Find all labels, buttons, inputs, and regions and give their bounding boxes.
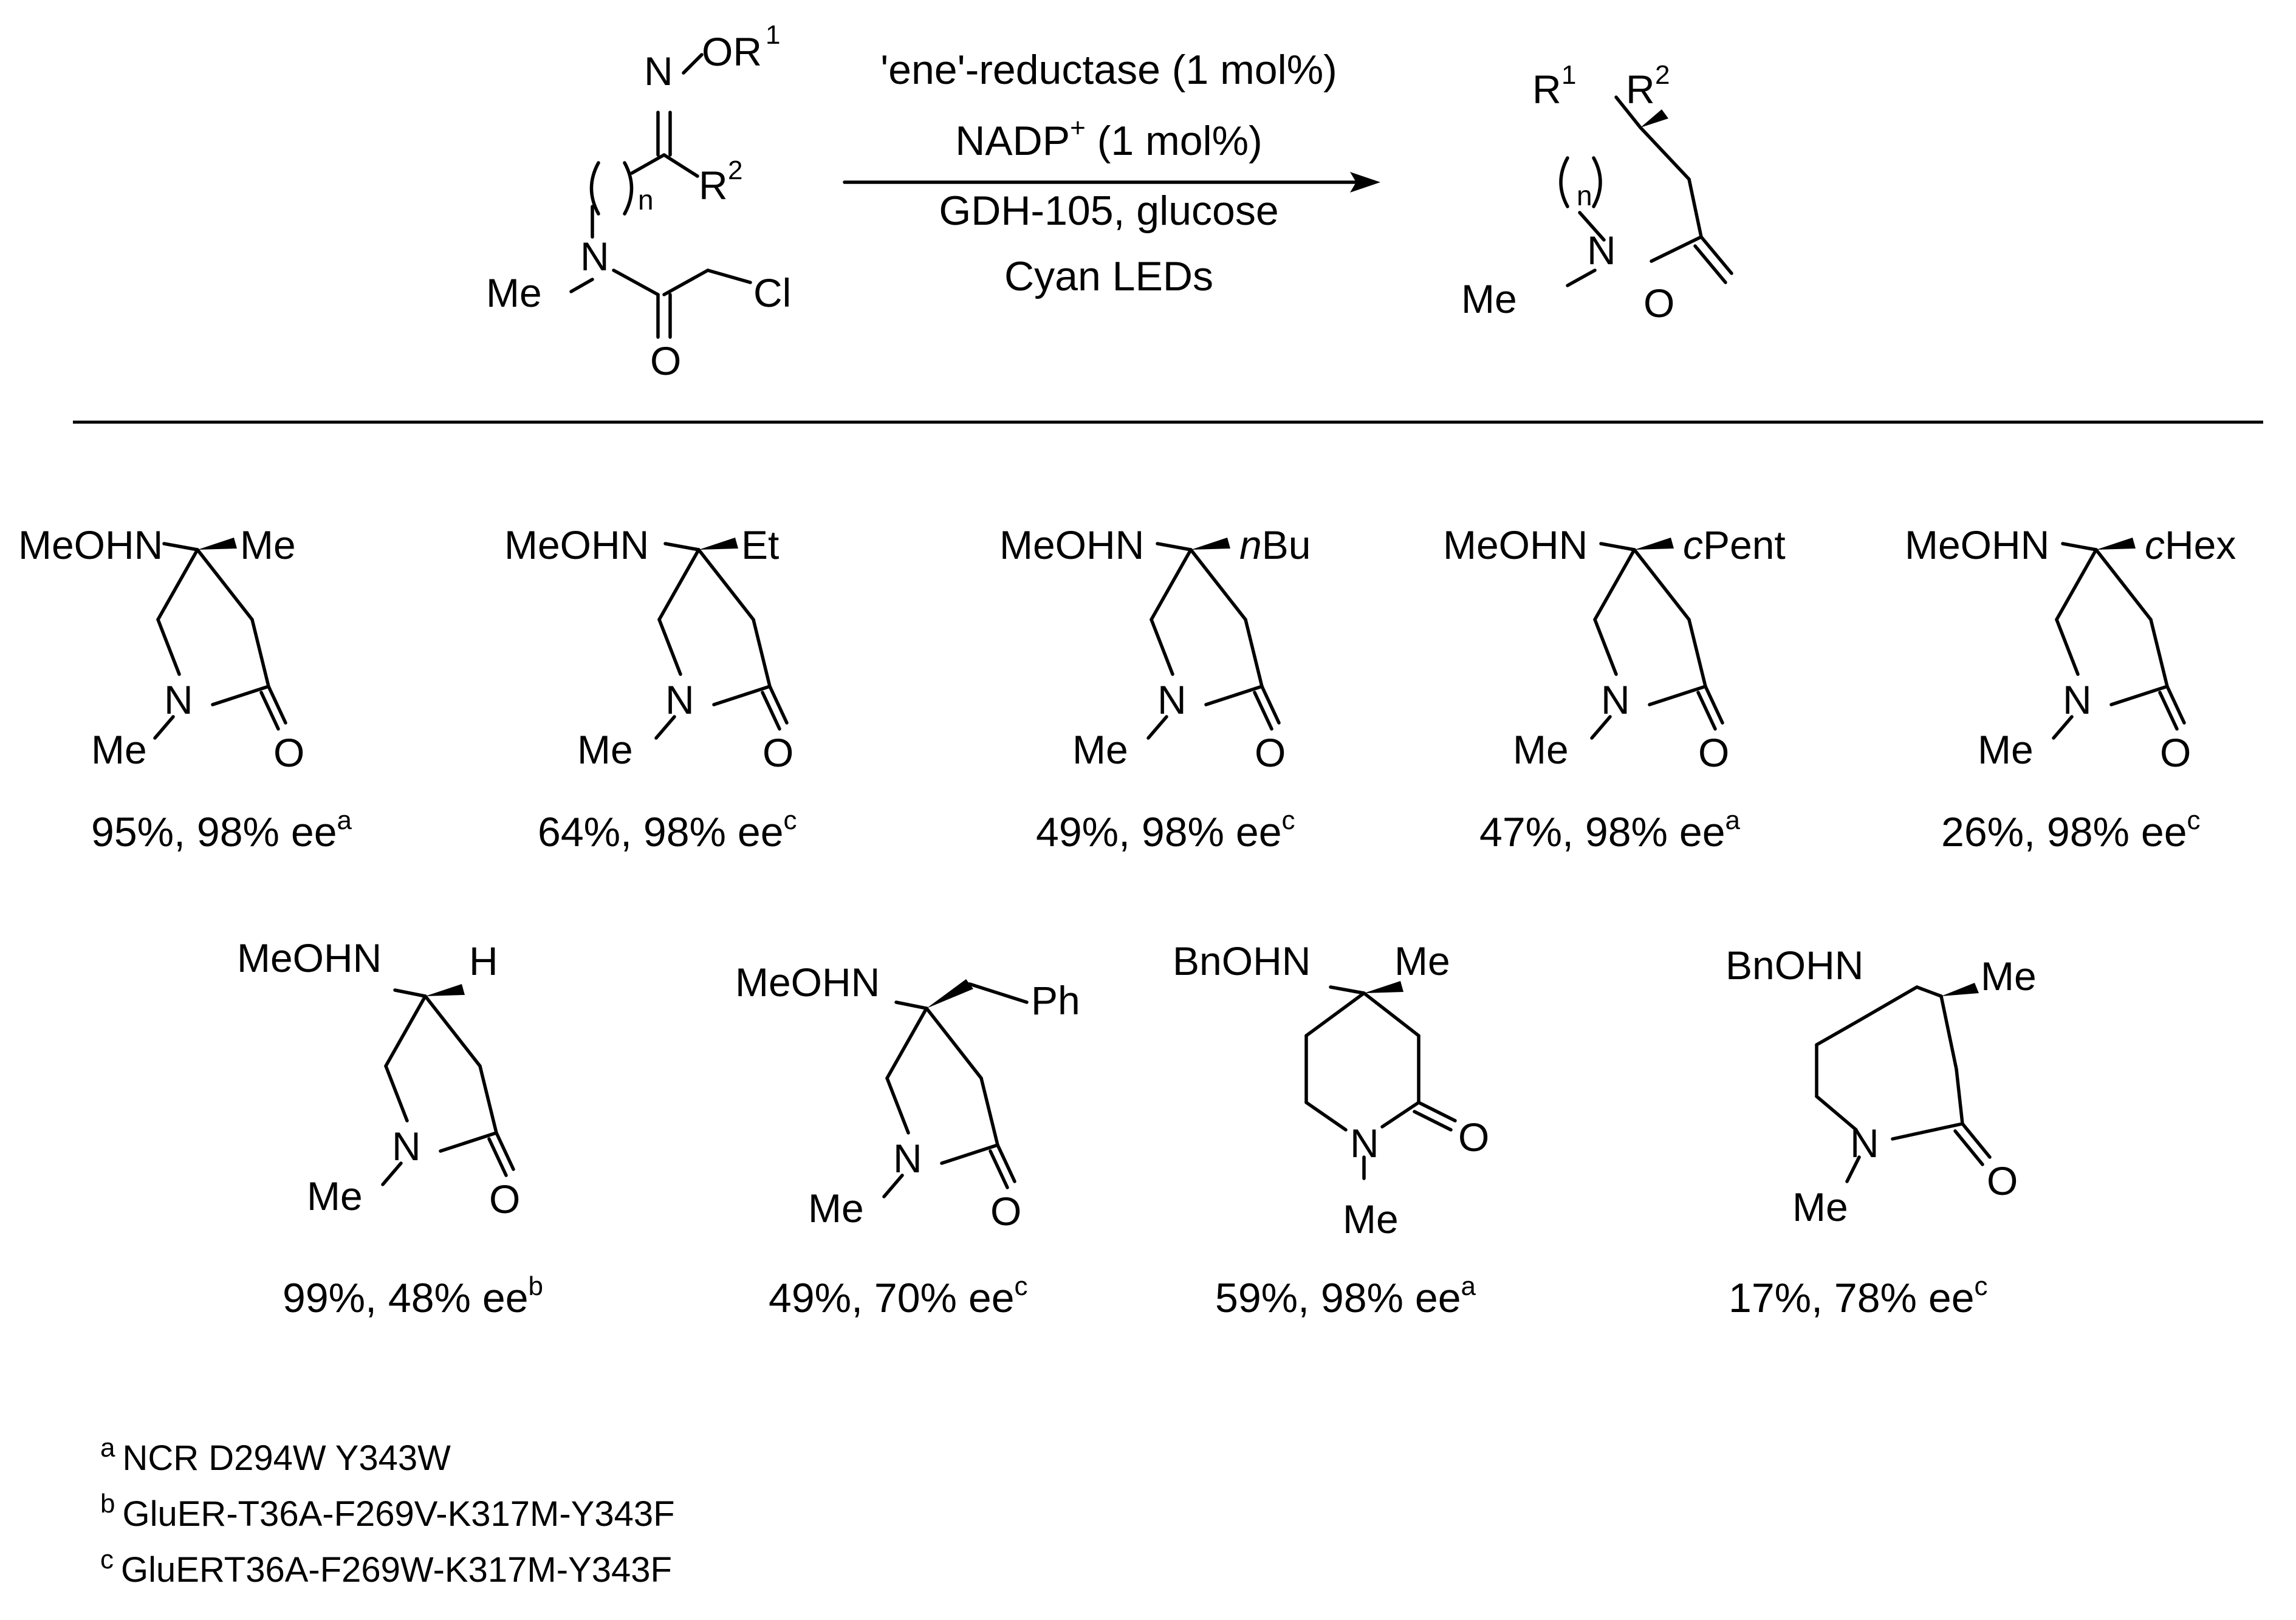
substituent-label: Ph: [1031, 978, 1080, 1023]
scope-product: BnOHN Me N Me O 59%, 98% eea: [1173, 938, 1489, 1321]
product-r2-sup: 2: [1655, 60, 1670, 90]
substrate-carbonyl-o: O: [650, 338, 681, 383]
product-n-index: n: [1577, 180, 1592, 211]
reaction-conditions: 'ene'-reductase (1 mol%) NADP+ (1 mol%) …: [880, 47, 1337, 299]
n-methyl-label: Me: [577, 727, 633, 772]
n-methyl-label: Me: [1792, 1184, 1848, 1229]
conditions-line-3: GDH-105, glucose: [939, 188, 1278, 234]
n-methyl-label: Me: [1513, 727, 1569, 772]
substrate-oxime-or1-sup: 1: [766, 20, 780, 50]
amine-label: MeOHN: [18, 522, 163, 567]
scope-product: MeOHN H N Me O 99%, 48% eeb: [237, 935, 543, 1321]
ring-n-label: N: [2063, 677, 2092, 722]
ring-n-label: N: [392, 1124, 421, 1169]
product-r1: R: [1532, 67, 1561, 112]
substituent-label: nBu: [1239, 522, 1311, 567]
yield-ee-label: 26%, 98% eec: [1941, 805, 2201, 855]
substituent-label: cPent: [1683, 522, 1786, 567]
carbonyl-o-label: O: [489, 1177, 520, 1222]
product-ring-n: N: [1587, 228, 1616, 273]
n-methyl-label: Me: [1072, 727, 1128, 772]
yield-ee-label: 17%, 78% eec: [1729, 1271, 1988, 1321]
scope-product: MeOHN Me N Me O 95%, 98% eea: [18, 522, 352, 855]
ring-n-label: N: [164, 677, 193, 722]
substrate-r2-sup: 2: [728, 156, 742, 185]
scope-product: MeOHN Et N Me O 64%, 98% eec: [504, 522, 797, 855]
substituent-label: cHex: [2145, 522, 2236, 567]
product-n-methyl: Me: [1461, 276, 1517, 321]
amine-label: BnOHN: [1173, 938, 1311, 983]
ring-n-label: N: [1157, 677, 1187, 722]
substituent-label: Me: [1394, 938, 1450, 983]
substrate-structure: N OR 1 R 2 n N Me O Cl: [486, 20, 791, 383]
amine-label: MeOHN: [504, 522, 649, 567]
scope-product: MeOHN Ph N Me O 49%, 70% eec: [735, 960, 1080, 1321]
scope-product: BnOHN Me N Me O 17%, 78% eec: [1725, 943, 2037, 1321]
ring-n-label: N: [1350, 1121, 1379, 1166]
conditions-line-4: Cyan LEDs: [1004, 253, 1213, 299]
substrate-oxime-or1: OR: [702, 29, 762, 74]
carbonyl-o-label: O: [1987, 1158, 2018, 1203]
ring-n-label: N: [665, 677, 694, 722]
substrate-amide-n: N: [580, 234, 609, 279]
yield-ee-label: 47%, 98% eea: [1479, 805, 1741, 855]
substrate-n-index: n: [638, 184, 654, 216]
n-methyl-label: Me: [307, 1174, 363, 1218]
reaction-arrow: [843, 172, 1380, 193]
substituent-label: Me: [240, 522, 296, 567]
product-structure: R 1 R 2 n N Me O: [1461, 60, 1733, 326]
yield-ee-label: 59%, 98% eea: [1215, 1271, 1476, 1321]
product-r1-sup: 1: [1561, 60, 1576, 90]
yield-ee-label: 64%, 98% eec: [538, 805, 797, 855]
product-r2: R: [1626, 67, 1655, 112]
scope-product: MeOHN cHex N Me O 26%, 98% eec: [1905, 522, 2236, 855]
carbonyl-o-label: O: [1458, 1115, 1489, 1160]
conditions-line-2: NADP+ (1 mol%): [955, 113, 1263, 164]
amine-label: BnOHN: [1725, 943, 1863, 988]
carbonyl-o-label: O: [1255, 730, 1286, 775]
ring-n-label: N: [1850, 1121, 1879, 1166]
amine-label: MeOHN: [1905, 522, 2049, 567]
yield-ee-label: 49%, 70% eec: [769, 1271, 1028, 1321]
substituent-label: Et: [741, 522, 779, 567]
substituent-label: Me: [1981, 954, 2037, 999]
ring-n-label: N: [1601, 677, 1630, 722]
product-carbonyl-o: O: [1643, 281, 1674, 326]
scope-product: MeOHN nBu N Me O 49%, 98% eec: [999, 522, 1311, 855]
scope-product: MeOHN cPent N Me O 47%, 98% eea: [1443, 522, 1786, 855]
yield-ee-label: 49%, 98% eec: [1036, 805, 1295, 855]
carbonyl-o-label: O: [2160, 730, 2191, 775]
n-methyl-label: Me: [1343, 1197, 1399, 1242]
amine-label: MeOHN: [735, 960, 880, 1005]
substituent-label: H: [469, 938, 498, 983]
carbonyl-o-label: O: [762, 730, 793, 775]
n-methyl-label: Me: [91, 727, 147, 772]
yield-ee-label: 95%, 98% eea: [91, 805, 352, 855]
amine-label: MeOHN: [237, 935, 382, 980]
n-methyl-label: Me: [808, 1186, 864, 1231]
amine-label: MeOHN: [1443, 522, 1588, 567]
carbonyl-o-label: O: [1698, 730, 1729, 775]
ring-n-label: N: [893, 1136, 922, 1181]
n-methyl-label: Me: [1978, 727, 2034, 772]
conditions-line-1: 'ene'-reductase (1 mol%): [880, 47, 1337, 93]
yield-ee-label: 99%, 48% eeb: [283, 1271, 543, 1321]
carbonyl-o-label: O: [273, 730, 304, 775]
carbonyl-o-label: O: [990, 1189, 1021, 1234]
substrate-n-methyl: Me: [486, 270, 542, 315]
substrate-r2: R: [699, 163, 728, 208]
amine-label: MeOHN: [999, 522, 1144, 567]
substrate-oxime-n: N: [644, 49, 673, 94]
substrate-cl: Cl: [753, 270, 791, 315]
